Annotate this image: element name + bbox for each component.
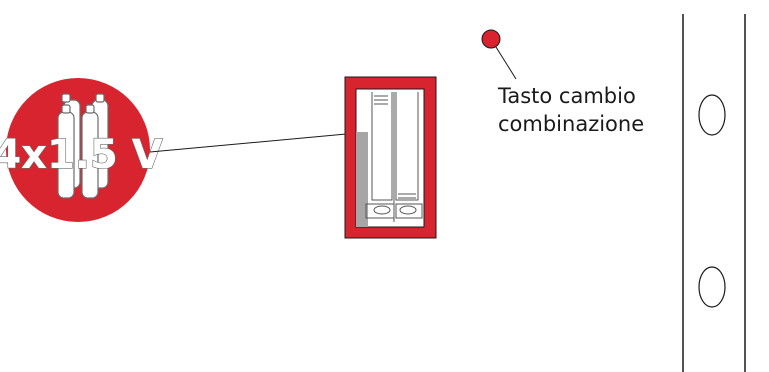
combination-change-button[interactable] [481, 29, 501, 49]
battery-slots [365, 92, 423, 222]
panel-hole-top [698, 94, 726, 136]
door-edge-panel [682, 14, 746, 372]
panel-hole-bottom [698, 266, 726, 308]
button-leader-line [495, 46, 517, 80]
battery-cells-icon [57, 93, 109, 199]
label-line-2: combinazione [498, 112, 645, 136]
battery-badge-label: 4x1.5 V [0, 132, 163, 178]
badge-leader-line [149, 131, 369, 153]
combination-button-label: Tasto cambio combinazione [498, 82, 678, 138]
compartment-left-wall [356, 132, 368, 227]
battery-compartment [344, 76, 437, 239]
label-line-1: Tasto cambio [498, 84, 636, 108]
battery-badge: 4x1.5 V [0, 78, 163, 222]
